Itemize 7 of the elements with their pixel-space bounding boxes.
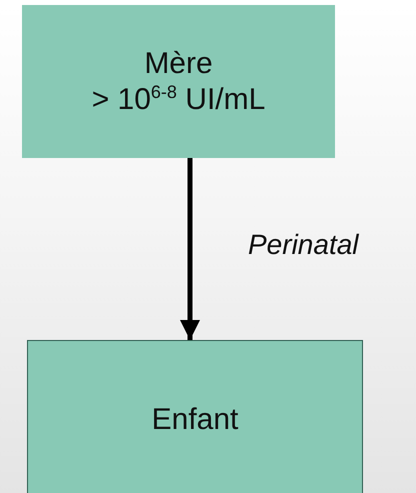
process-box [27, 340, 363, 493]
node-text: Enfant [152, 402, 238, 438]
title-box [22, 5, 335, 158]
edge-label: Perinatal [248, 229, 359, 261]
node-text: > 10$^{6-8}$ UI/mL [92, 82, 266, 118]
node-text: Mère [144, 46, 213, 82]
arrow [180, 158, 200, 340]
